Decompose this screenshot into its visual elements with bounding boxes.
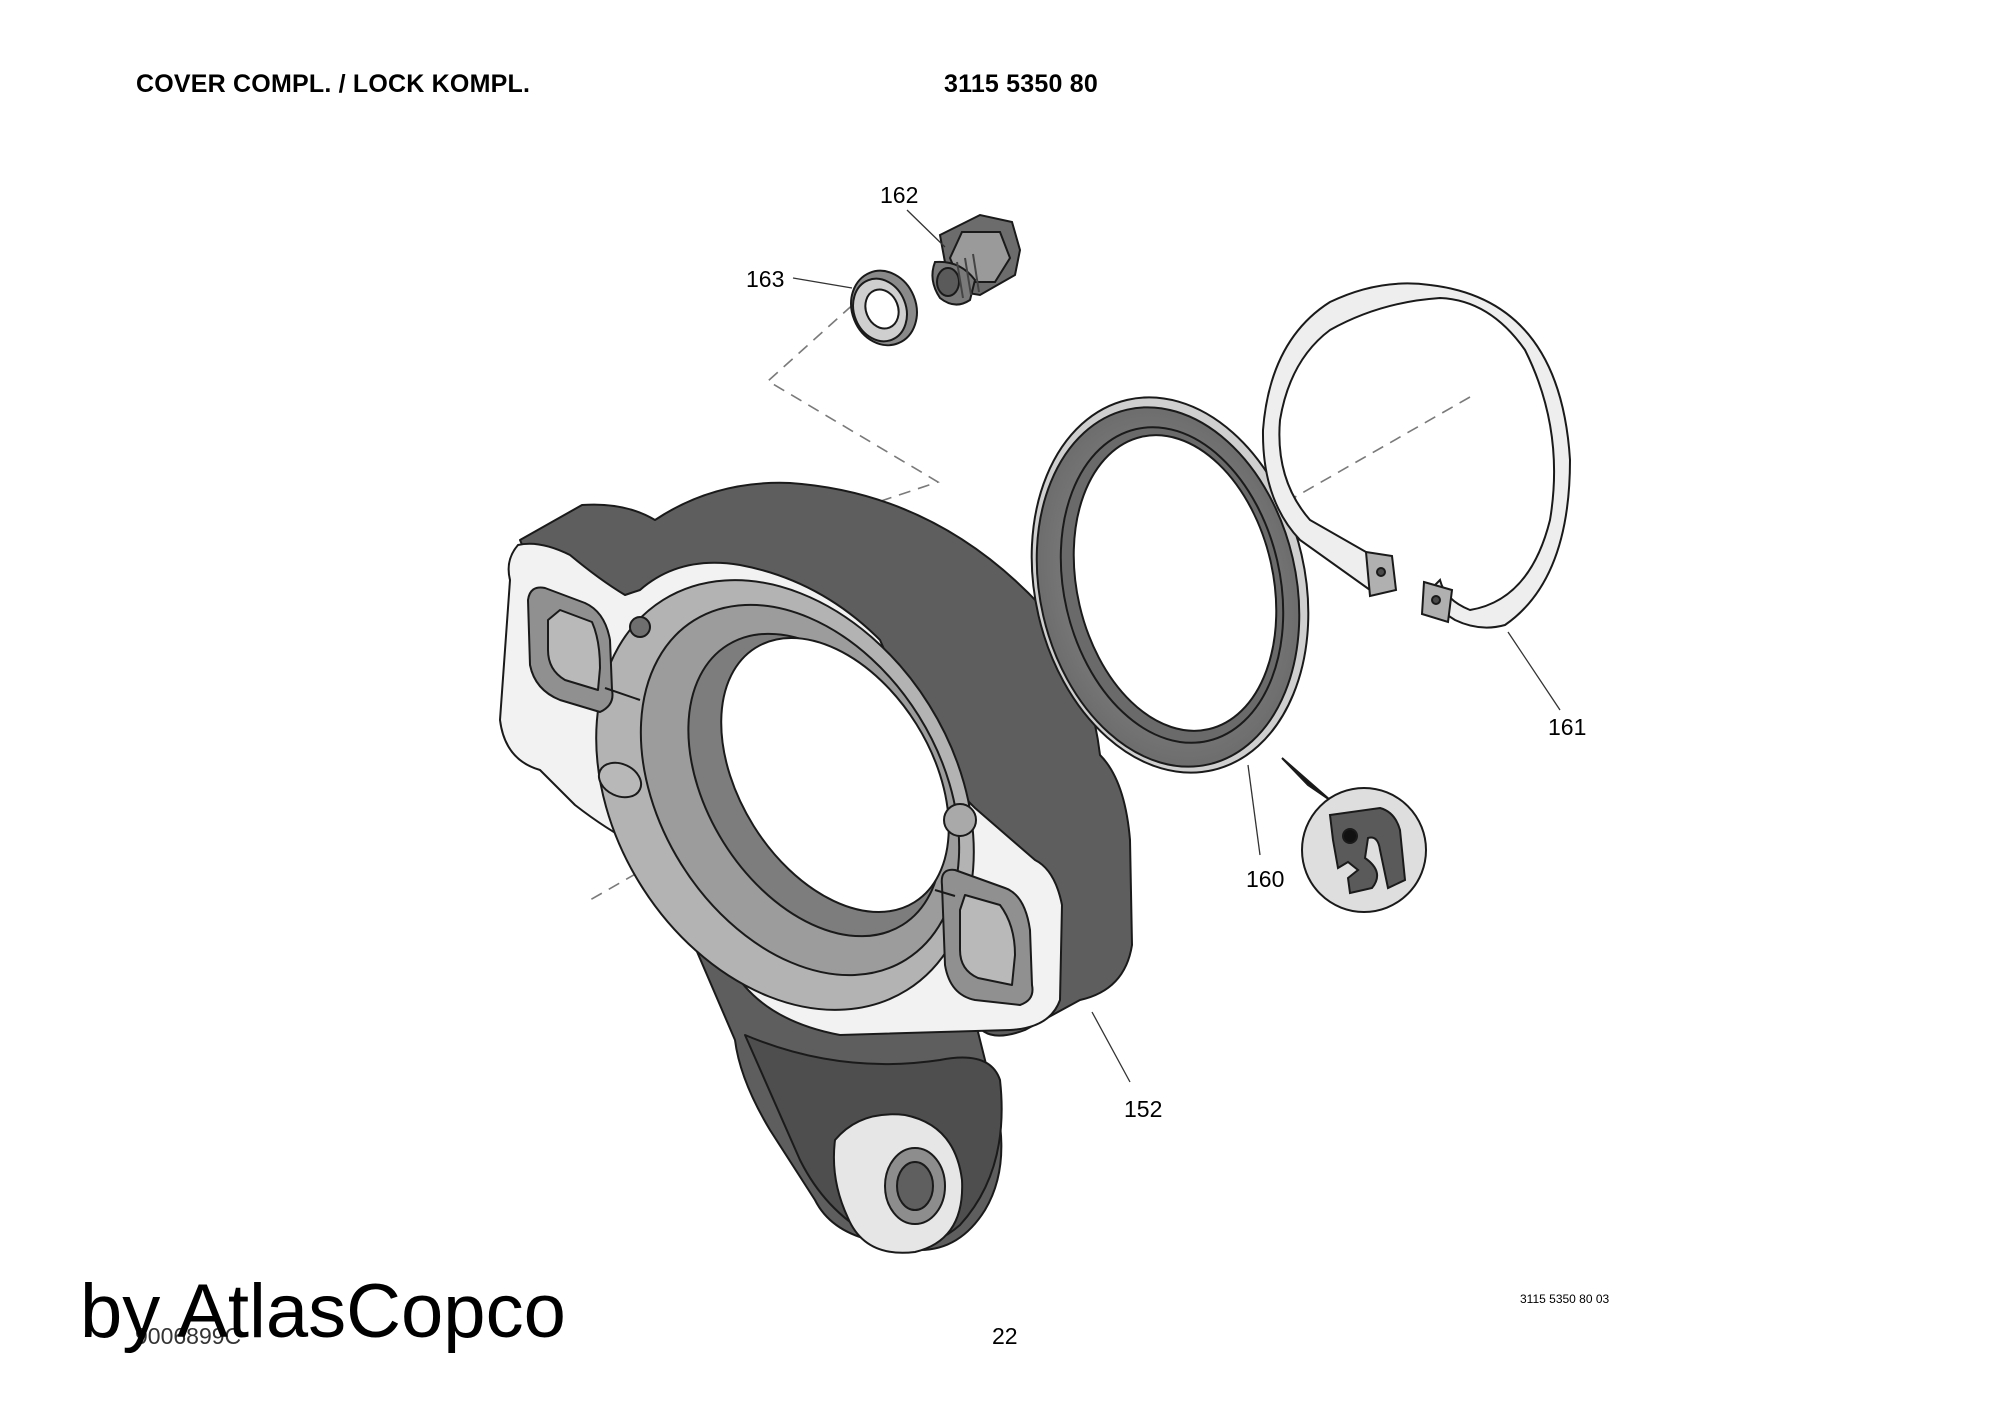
document-reference: 3115 5350 80 03 — [1520, 1292, 1610, 1306]
callout-162: 162 — [880, 182, 919, 208]
circlip-161 — [1261, 282, 1572, 629]
drawing-id: 9006899C — [135, 1323, 242, 1349]
callout-152: 152 — [1124, 1096, 1163, 1122]
callout-163: 163 — [746, 266, 785, 292]
shaft-seal-160 — [1030, 396, 1310, 774]
cover-housing-152 — [499, 481, 1133, 1254]
page-number: 22 — [992, 1323, 1018, 1349]
plug-162 — [931, 213, 1022, 306]
washer-163 — [850, 269, 918, 347]
callout-160: 160 — [1246, 866, 1285, 892]
assembly-part-number: 3115 5350 80 — [944, 70, 1098, 98]
leader-lines — [792, 209, 1561, 1083]
watermark-text: by AtlasCopco — [80, 1269, 566, 1354]
seal-profile-detail — [1281, 757, 1427, 913]
callout-161: 161 — [1548, 714, 1587, 740]
drawing-title: COVER COMPL. / LOCK KOMPL. — [136, 70, 531, 98]
